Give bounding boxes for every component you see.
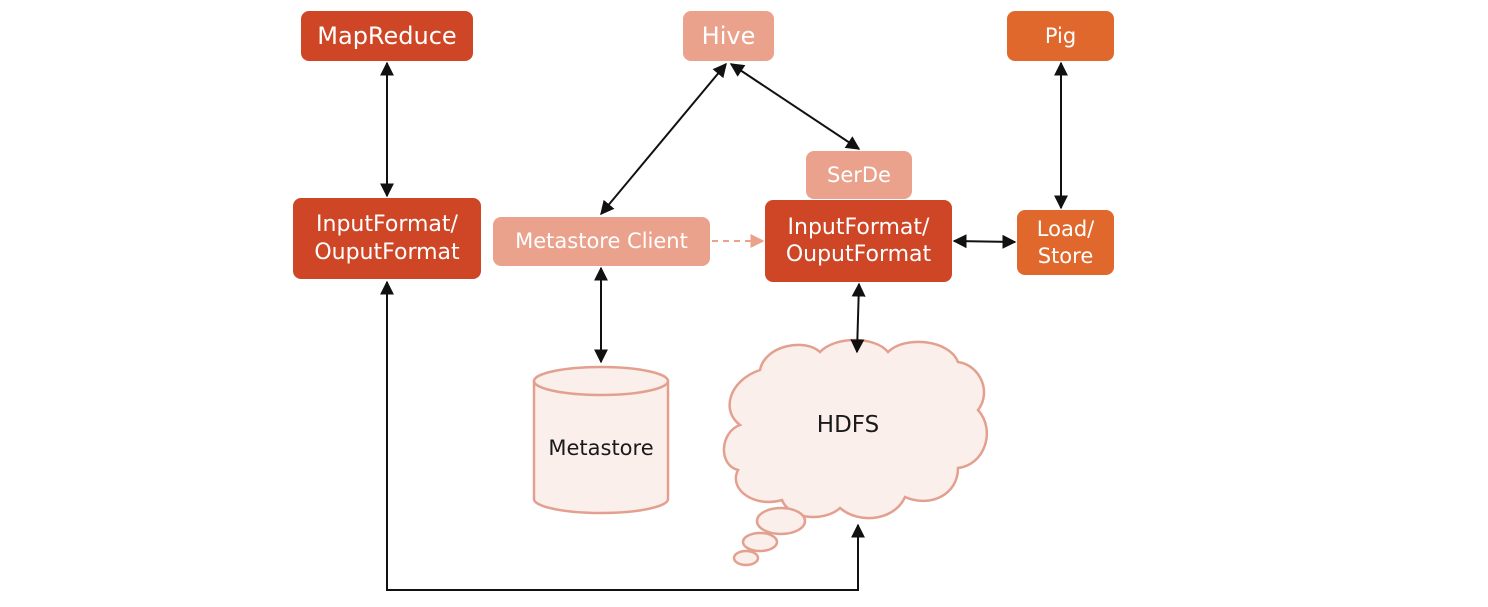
metastore-client-box: Metastore Client <box>493 217 710 266</box>
hive-box: Hive <box>683 11 774 61</box>
arrow-hive-metastore-client <box>600 62 727 216</box>
input-output-format-left-box: InputFormat/ OuputFormat <box>293 198 481 279</box>
arrow-hive-serde <box>729 63 861 150</box>
pig-box: Pig <box>1007 11 1114 61</box>
serde-box: SerDe <box>806 151 912 199</box>
input-output-format-right-box: InputFormat/ OuputFormat <box>765 200 952 282</box>
hdfs-cloud <box>722 338 988 567</box>
metastore-label: Metastore <box>548 436 654 460</box>
mapreduce-box: MapReduce <box>301 11 473 61</box>
arrow-inputformat-right-loadstore <box>952 234 1017 249</box>
hdfs-label: HDFS <box>816 412 880 438</box>
arrow-inputformat-left-hdfs <box>380 280 865 591</box>
load-store-box: Load/ Store <box>1017 210 1114 275</box>
